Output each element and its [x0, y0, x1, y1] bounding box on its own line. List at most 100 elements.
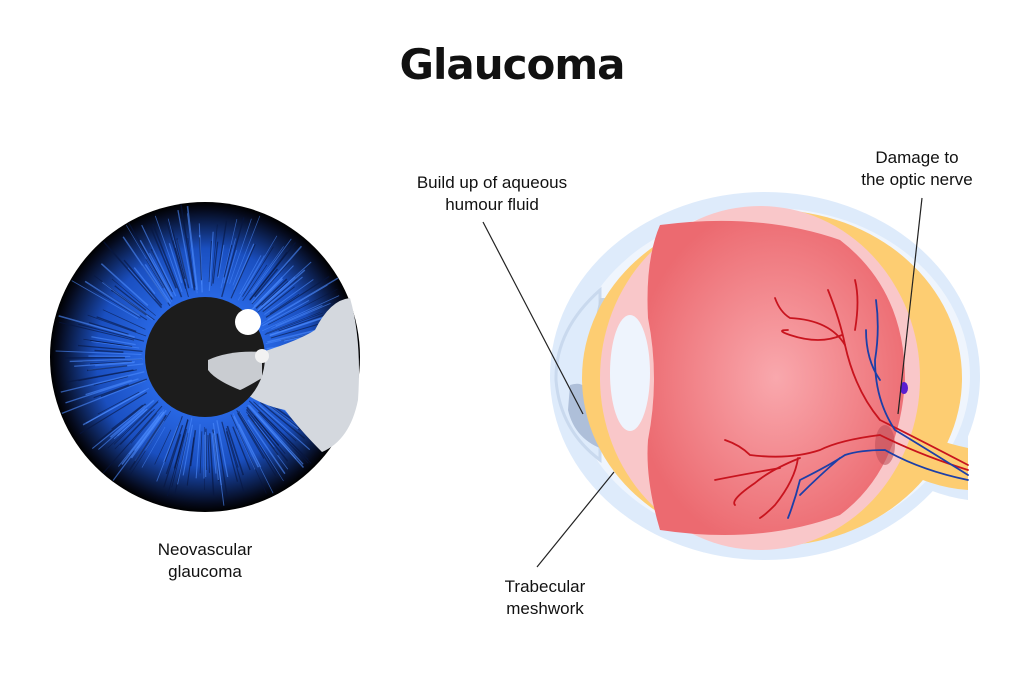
- iris-fiber: [78, 369, 137, 382]
- iris-fiber: [220, 219, 238, 289]
- iris-fiber: [216, 420, 229, 478]
- iris-fiber: [267, 277, 339, 321]
- iris-fiber: [65, 378, 139, 404]
- iris-fiber: [246, 406, 280, 446]
- iris-fiber: [95, 362, 135, 367]
- blood-vessels: [714, 279, 969, 519]
- iris-fiber: [125, 224, 173, 303]
- label-trabecular-meshwork: Trabecular meshwork: [485, 576, 605, 620]
- iris-fiber: [55, 350, 142, 355]
- iris-fiber: [102, 405, 163, 474]
- iris-fiber: [186, 437, 195, 486]
- iris-fiber: [168, 243, 183, 284]
- iris-fiber: [91, 288, 141, 319]
- iris-fiber: [91, 341, 140, 349]
- vitreous: [647, 220, 905, 535]
- iris-fiber: [248, 400, 309, 460]
- iris-fiber: [119, 408, 155, 446]
- iris-fiber: [271, 302, 331, 330]
- iris-fiber: [182, 424, 194, 476]
- iris-fiber: [263, 276, 303, 310]
- label-line: Damage to: [875, 148, 959, 167]
- highlight: [235, 309, 261, 335]
- iris-fiber: [150, 248, 173, 292]
- iris-fiber: [154, 215, 183, 293]
- iris-fiber: [255, 278, 288, 309]
- iris-fiber: [96, 316, 137, 333]
- iris-fiber: [114, 285, 147, 311]
- iris-fiber: [232, 426, 251, 471]
- iris-fiber: [87, 314, 147, 337]
- label-line: Neovascular: [157, 540, 253, 559]
- iris-fiber: [251, 238, 292, 293]
- iris-fiber: [165, 219, 187, 289]
- iris-fiber: [107, 400, 159, 449]
- iris-fiber: [109, 399, 155, 438]
- label-line: Trabecular: [504, 577, 586, 596]
- iris-fiber: [110, 289, 147, 316]
- iris-fiber: [225, 431, 245, 492]
- label-line: Build up of aqueous: [416, 173, 568, 192]
- iris-fiber: [176, 238, 190, 289]
- iris-fiber: [60, 371, 145, 393]
- iris-fiber: [71, 280, 139, 319]
- iris-fiber: [91, 336, 136, 346]
- iris-fiber: [242, 264, 268, 302]
- label-line: glaucoma: [168, 562, 242, 581]
- iris-fiber: [152, 223, 183, 298]
- iris-fiber: [275, 304, 323, 327]
- iris-fiber: [112, 411, 165, 481]
- iris-fiber: [278, 313, 327, 332]
- iris-fiber: [150, 227, 177, 289]
- iris-fiber: [195, 424, 201, 479]
- iris-fiber: [139, 239, 173, 297]
- iris-fiber: [89, 360, 132, 365]
- iris-fiber: [247, 414, 279, 456]
- iris-fiber: [186, 213, 198, 294]
- iris-fiber: [130, 409, 167, 459]
- iris-fiber: [100, 378, 148, 398]
- iris-fiber: [66, 369, 134, 383]
- iris-fiber: [237, 412, 265, 459]
- iris-fiber: [251, 245, 303, 304]
- iris-fiber: [259, 401, 306, 439]
- iris-fiber: [84, 280, 141, 317]
- iris-fiber: [257, 411, 309, 464]
- iris-fiber: [103, 241, 163, 309]
- iris-fiber: [238, 424, 262, 468]
- iris-fiber: [230, 243, 256, 299]
- iris-fiber: [82, 389, 146, 426]
- iris-fiber: [229, 218, 252, 284]
- iris-fiber: [100, 263, 149, 307]
- iris-fiber: [93, 275, 155, 321]
- leader-line-optic-nerve: [897, 197, 923, 415]
- iris-fiber: [144, 263, 172, 305]
- iris-fiber: [77, 344, 143, 352]
- label-optic-nerve-damage: Damage to the optic nerve: [847, 147, 987, 191]
- iris-fiber: [212, 241, 219, 284]
- iris-fiber: [97, 391, 140, 415]
- neovascular-cloud: [208, 298, 359, 452]
- iris-fiber: [262, 286, 295, 313]
- iris-fiber: [164, 415, 183, 463]
- iris-fiber: [92, 403, 147, 447]
- iris-fiber: [58, 315, 135, 338]
- iris-fiber: [242, 246, 274, 297]
- iris-fiber: [251, 261, 290, 305]
- iris-fiber: [211, 224, 218, 286]
- iris-fiber: [180, 204, 196, 291]
- iris-fiber: [254, 268, 279, 298]
- iris-fiber: [58, 321, 135, 341]
- iris-fiber: [78, 323, 145, 342]
- iris-fiber: [98, 409, 145, 450]
- iris-fiber: [145, 420, 165, 451]
- optic-disc: [875, 425, 895, 465]
- iris-fiber: [171, 229, 186, 280]
- iris-fiber: [186, 206, 199, 291]
- iris-fiber: [205, 428, 208, 470]
- iris-fiber: [217, 220, 228, 277]
- iris-fiber: [209, 433, 215, 496]
- iris-fiber: [254, 421, 275, 448]
- eye-cross-section: [550, 192, 980, 560]
- iris-fiber: [237, 255, 265, 301]
